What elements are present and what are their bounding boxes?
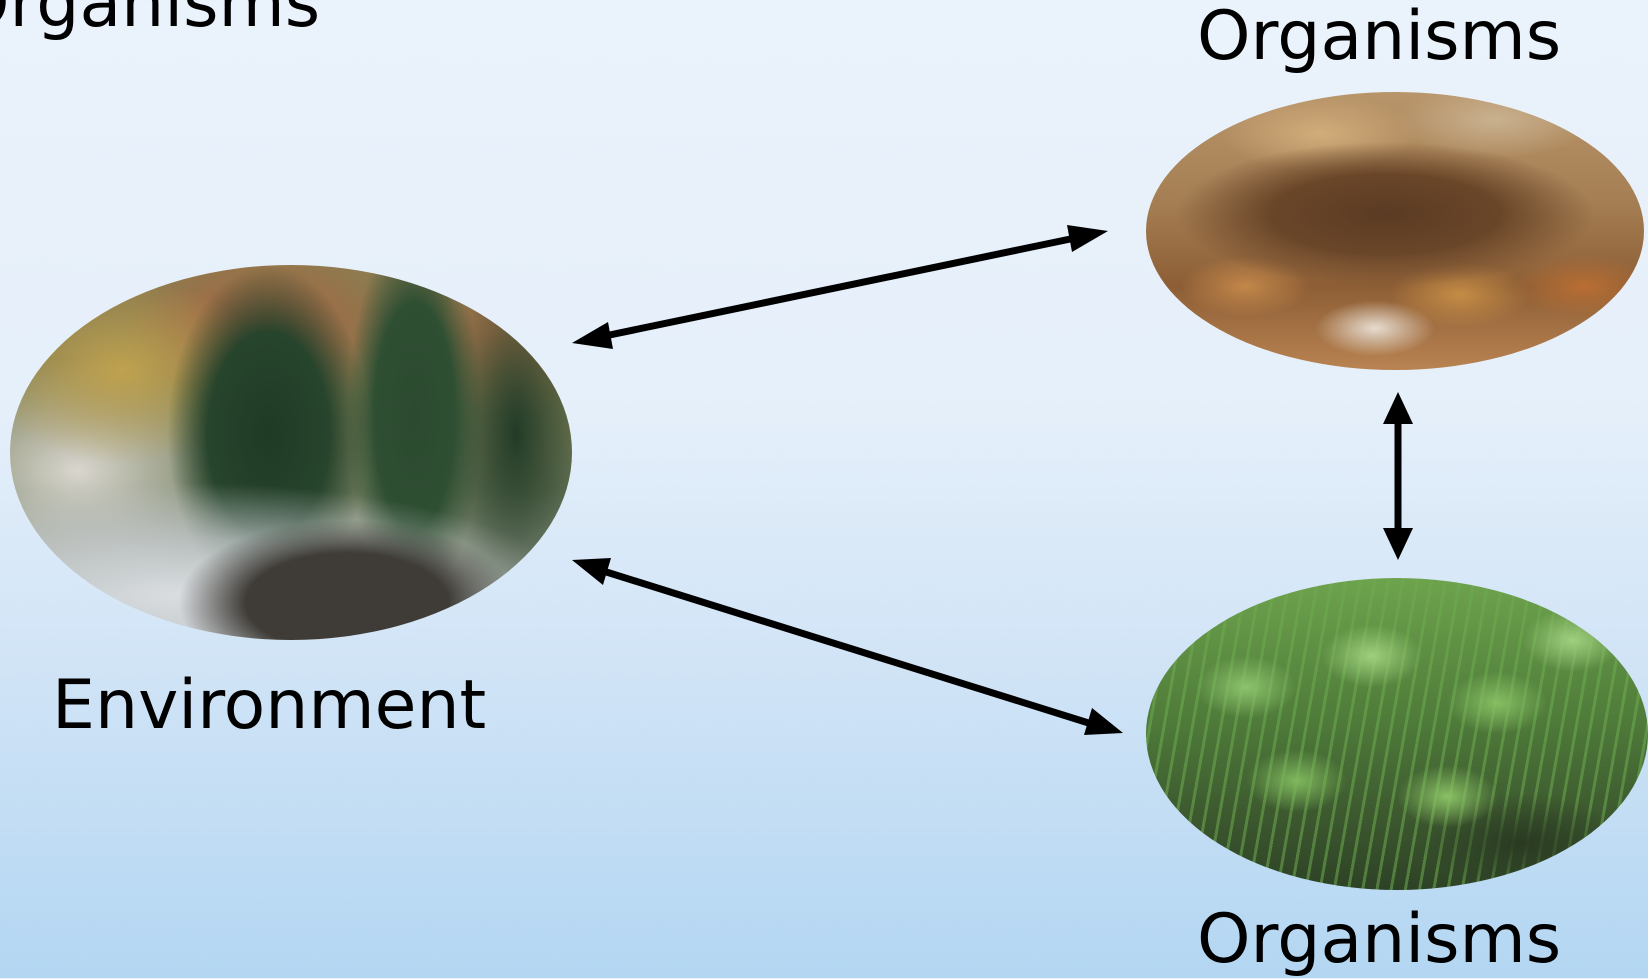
arrow-environment-fish [572,225,1108,349]
arrow-environment-plants [572,558,1123,735]
arrow-fish-plants [1383,392,1413,560]
